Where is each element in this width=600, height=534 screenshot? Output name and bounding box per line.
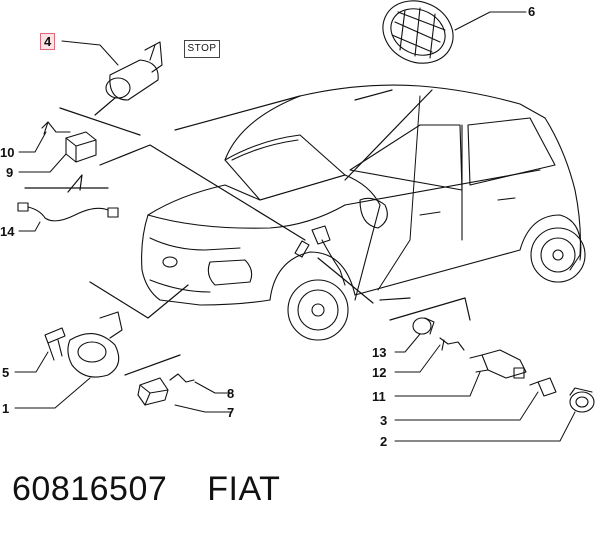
car-illustration — [141, 84, 586, 341]
part-9-relay — [65, 131, 97, 163]
part-number: 60816507 — [12, 470, 168, 508]
part-10-bracket — [41, 121, 71, 135]
part-1-horn — [67, 311, 123, 378]
part-7-connector — [137, 377, 169, 406]
callout-14[interactable]: 14 — [0, 224, 15, 239]
part-4-sensor — [105, 41, 163, 101]
part-13-grommet — [412, 317, 435, 335]
part-2-socket — [569, 387, 595, 413]
callout-3[interactable]: 3 — [380, 413, 388, 428]
part-11-switch — [469, 349, 527, 379]
brand-name: FIAT — [207, 470, 281, 508]
callout-9[interactable]: 9 — [6, 165, 14, 180]
callout-10[interactable]: 10 — [0, 145, 15, 160]
part-12-terminal — [439, 337, 465, 351]
grouping-lines — [24, 89, 471, 376]
part-3-sensor — [529, 377, 557, 397]
callout-5[interactable]: 5 — [2, 365, 10, 380]
callout-1[interactable]: 1 — [2, 401, 10, 416]
leader-lines — [14, 11, 576, 442]
part-14-harness — [17, 202, 119, 222]
callout-12[interactable]: 12 — [372, 365, 387, 380]
part-5-bolt — [44, 327, 66, 361]
stop-label: STOP — [184, 40, 220, 58]
callout-6[interactable]: 6 — [528, 4, 536, 19]
callout-11[interactable]: 11 — [372, 389, 386, 404]
callout-4[interactable]: 4 — [40, 33, 56, 50]
callout-13[interactable]: 13 — [372, 345, 387, 360]
callout-2[interactable]: 2 — [380, 434, 388, 449]
footer-caption: 60816507 FIAT — [12, 470, 280, 509]
part-8-bracket — [169, 373, 195, 383]
callout-7[interactable]: 7 — [227, 405, 235, 420]
callout-8[interactable]: 8 — [227, 386, 235, 401]
part-6-lamp-cover — [382, 0, 454, 64]
